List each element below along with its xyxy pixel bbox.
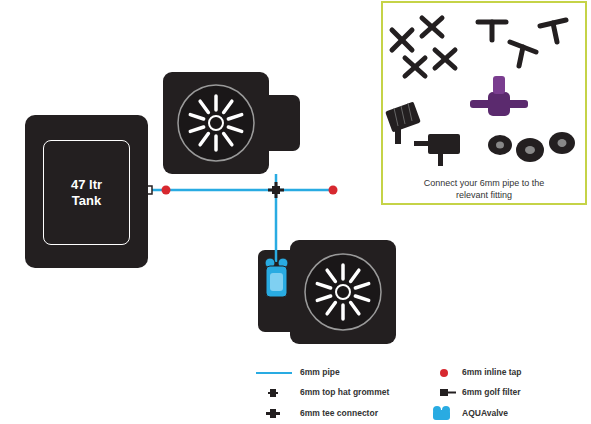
- inline-tap-fitting: [470, 76, 528, 116]
- pot-top: [163, 72, 300, 174]
- aquavalve: [265, 258, 288, 297]
- legend-entry: 6mm golf filter: [462, 387, 521, 397]
- inset-caption: Connect your 6mm pipe to the relevant fi…: [413, 178, 555, 201]
- cross-connectors: [392, 18, 455, 76]
- legend-entry: AQUAvalve: [462, 408, 508, 418]
- legend-label: 6mm golf filter: [462, 387, 521, 397]
- tee-connector: [268, 182, 284, 198]
- grommets: [488, 132, 575, 162]
- tank-label: 47 ltr Tank: [57, 177, 117, 208]
- legend-label: AQUAvalve: [462, 408, 508, 418]
- legend-entry: 6mm inline tap: [462, 367, 522, 377]
- tee-connectors: [478, 20, 566, 66]
- inline-tap: [329, 186, 338, 195]
- golf-filters: [385, 102, 460, 166]
- inline-tap: [162, 186, 171, 195]
- legend-entry: 6mm tee connector: [300, 408, 378, 418]
- legend-entry: 6mm pipe: [300, 367, 340, 377]
- legend-label: 6mm pipe: [300, 367, 340, 377]
- pot-bottom: [258, 240, 396, 344]
- legend-label: 6mm tee connector: [300, 408, 378, 418]
- legend-samples: [256, 369, 456, 420]
- tank-inner-outline: 47 ltr Tank: [43, 140, 130, 245]
- legend-label: 6mm top hat grommet: [300, 387, 389, 397]
- legend-entry: 6mm top hat grommet: [300, 387, 389, 397]
- fittings-inset: Connect your 6mm pipe to the relevant fi…: [381, 1, 587, 205]
- pipe-run: [152, 174, 332, 262]
- legend-label: 6mm inline tap: [462, 367, 522, 377]
- drain-grate: [305, 254, 381, 330]
- drain-grate: [178, 85, 254, 161]
- tank-box: 47 ltr Tank: [25, 115, 148, 268]
